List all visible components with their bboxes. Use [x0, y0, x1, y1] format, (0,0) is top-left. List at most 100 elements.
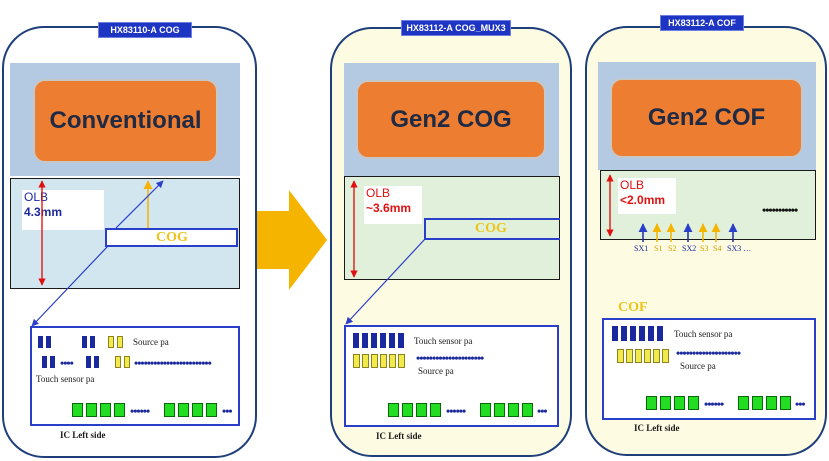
pad-ellipsis: ••••••••••••••••••••••••	[134, 358, 212, 368]
s-label: S3	[700, 244, 709, 253]
hero-label: Gen2 COG	[356, 80, 546, 159]
touch-pad	[86, 356, 91, 368]
ic-pad	[72, 403, 83, 417]
ic-pad	[388, 403, 399, 417]
olb-value: <2.0mm	[620, 193, 666, 207]
olb-label: OLB ~3.6mm	[364, 186, 422, 224]
s-label: S4	[713, 244, 722, 253]
source-pad	[353, 354, 360, 368]
source-pad	[124, 356, 130, 368]
ic-pad	[766, 396, 777, 410]
touch-pad	[657, 326, 663, 341]
touch-pad	[353, 333, 359, 348]
touch-pad	[398, 333, 404, 348]
ic-pad	[752, 396, 763, 410]
source-label: Source pa	[133, 337, 169, 347]
s-label: S1	[654, 244, 663, 253]
hero-label: Gen2 COF	[610, 78, 803, 158]
source-pad	[626, 349, 633, 363]
touch-pad	[94, 356, 99, 368]
source-pad	[653, 349, 660, 363]
touch-pad	[612, 326, 618, 341]
ic-pad	[738, 396, 749, 410]
panel-title: HX83112-A COG_MUX3	[401, 20, 511, 36]
ic-pad	[206, 403, 217, 417]
source-pad	[371, 354, 378, 368]
pad-ellipsis: ••••	[60, 358, 74, 368]
ic-pad	[674, 396, 685, 410]
pad-ellipsis: •••	[222, 406, 233, 416]
pad-ellipsis: ••••••	[446, 406, 466, 416]
olb-text: OLB	[620, 178, 645, 192]
zoom-line	[31, 245, 109, 327]
ic-pad	[508, 403, 519, 417]
ic-pad	[86, 403, 97, 417]
olb-label: OLB 4.3mm	[22, 190, 104, 230]
source-pad	[662, 349, 669, 363]
cog-chip	[105, 228, 238, 247]
source-pad	[389, 354, 396, 368]
source-pad	[117, 336, 123, 348]
touch-label: Touch sensor pa	[36, 374, 95, 384]
olb-label: OLB <2.0mm	[618, 178, 676, 214]
ic-pad	[192, 403, 203, 417]
source-label: Source pa	[418, 366, 454, 376]
panel-title: HX83110-A COG	[98, 22, 192, 38]
sx-label: SX1	[634, 244, 649, 253]
ic-side-label: IC Left side	[634, 423, 680, 433]
touch-pad	[46, 336, 51, 348]
cog-chip-outline	[424, 218, 560, 240]
olb-text: OLB	[366, 186, 391, 200]
ic-pad	[402, 403, 413, 417]
ic-pad	[646, 396, 657, 410]
ic-pad	[780, 396, 791, 410]
cog-label: COG	[156, 230, 188, 245]
zoom-line	[345, 238, 426, 325]
pad-ellipsis: •••	[795, 399, 806, 409]
ic-pad-box	[30, 326, 240, 426]
touch-label: Touch sensor pa	[414, 336, 473, 346]
source-pad	[617, 349, 624, 363]
touch-label: Touch sensor pa	[674, 329, 733, 339]
touch-pad	[371, 333, 377, 348]
touch-pad	[639, 326, 645, 341]
touch-pad	[42, 356, 47, 368]
pad-ellipsis: ••••••••••••••••••••	[676, 348, 741, 358]
source-pad	[398, 354, 405, 368]
cof-label: COF	[618, 300, 648, 315]
sx-label: SX2	[682, 244, 697, 253]
touch-pad	[90, 336, 95, 348]
s-label: S2	[668, 244, 677, 253]
touch-pad	[630, 326, 636, 341]
source-pad	[362, 354, 369, 368]
ic-pad	[100, 403, 111, 417]
source-pad	[115, 356, 121, 368]
ic-pad	[164, 403, 175, 417]
cog-label: COG	[475, 221, 507, 236]
pad-ellipsis: •••••••••••••••••••••	[416, 353, 484, 363]
source-pad	[635, 349, 642, 363]
touch-pad	[82, 336, 87, 348]
ic-side-label: IC Left side	[60, 430, 106, 440]
ic-pad	[480, 403, 491, 417]
source-pad	[108, 336, 114, 348]
hero-label: Conventional	[33, 79, 218, 163]
touch-pad	[50, 356, 55, 368]
ic-pad	[522, 403, 533, 417]
ic-pad	[114, 403, 125, 417]
ic-pad	[416, 403, 427, 417]
sx-label: SX3 …	[727, 244, 752, 253]
touch-pad	[389, 333, 395, 348]
ic-pad	[178, 403, 189, 417]
ic-side-label: IC Left side	[376, 431, 422, 441]
touch-pad	[362, 333, 368, 348]
touch-pad	[648, 326, 654, 341]
pad-ellipsis: ••••••	[704, 399, 724, 409]
ic-pad	[660, 396, 671, 410]
pad-ellipsis: ••••••	[130, 406, 150, 416]
ic-pad	[430, 403, 441, 417]
pad-ellipsis: •••••••••••	[762, 205, 798, 215]
olb-value: 4.3mm	[24, 205, 63, 219]
